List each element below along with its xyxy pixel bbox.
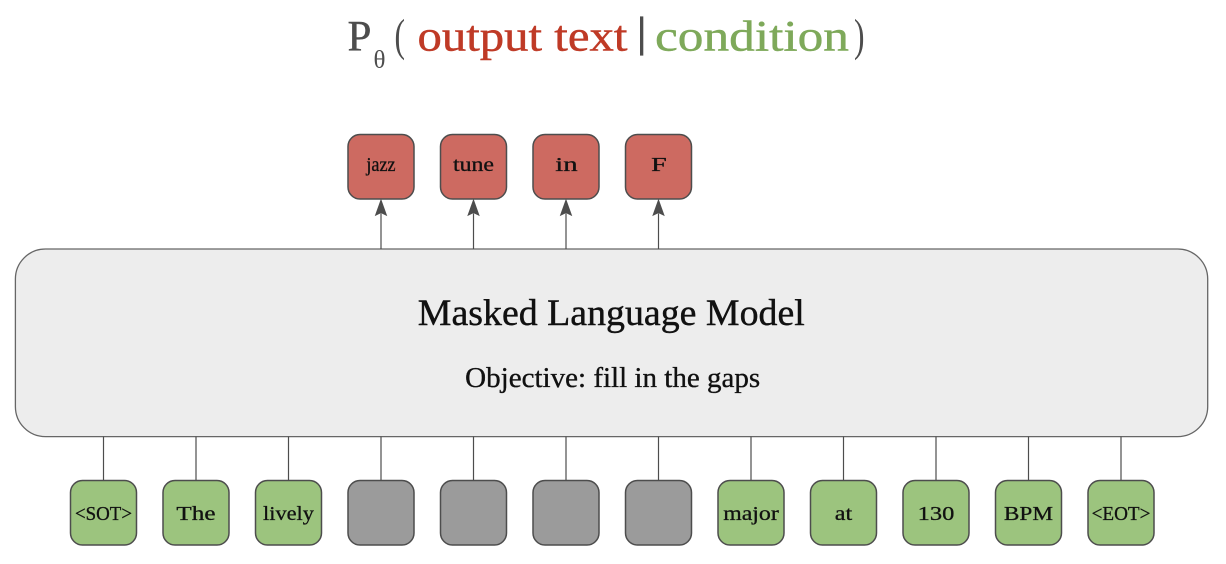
svg-text:The: The — [176, 503, 215, 525]
svg-text:in: in — [555, 154, 577, 176]
svg-text:Objective: fill in the gaps: Objective: fill in the gaps — [465, 362, 760, 394]
svg-text:at: at — [835, 503, 853, 525]
svg-text:condition: condition — [655, 14, 849, 61]
svg-text:<SOT>: <SOT> — [75, 503, 132, 525]
svg-text:BPM: BPM — [1004, 503, 1053, 525]
svg-text:jazz: jazz — [366, 154, 396, 176]
svg-text:major: major — [723, 503, 779, 525]
svg-text:output text: output text — [418, 14, 628, 61]
svg-text:lively: lively — [263, 503, 315, 525]
svg-text:): ) — [854, 11, 865, 61]
svg-text:Masked Language Model: Masked Language Model — [418, 293, 805, 334]
svg-text:<EOT>: <EOT> — [1092, 503, 1151, 525]
svg-text:θ: θ — [374, 47, 386, 74]
svg-text:F: F — [651, 154, 667, 176]
svg-text:130: 130 — [918, 503, 955, 525]
svg-text:(: ( — [395, 11, 406, 61]
svg-text:tune: tune — [453, 154, 494, 176]
svg-text:P: P — [348, 14, 372, 61]
